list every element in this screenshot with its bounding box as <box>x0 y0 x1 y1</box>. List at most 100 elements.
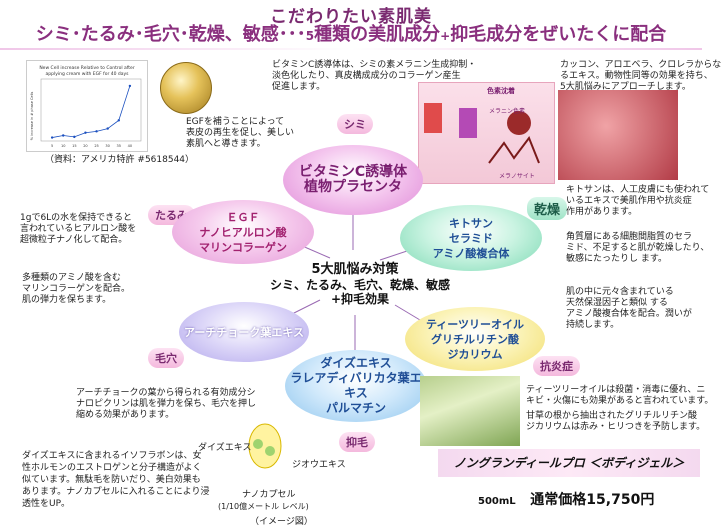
connector-line <box>394 304 421 321</box>
licorice-description: 甘草の根から抽出されたグリチルリチン酸 ジカリウムは赤み・ヒリつきを予防します。 <box>526 411 705 433</box>
tea-tree-image <box>420 376 520 446</box>
chart-tick-label: 10 <box>61 144 65 148</box>
algae-description: カッコン、アロエベラ、クロレラからな るエキス。動物性同等の効果を持ち、 5大肌… <box>560 60 721 93</box>
nano-caption: ナノカプセル <box>242 490 296 500</box>
art-desc-line: 縮める効果があります。 <box>76 410 175 420</box>
page-title: こだわりたい素肌美 <box>270 7 432 27</box>
art-desc-line: アーチチョークの葉から得られる有効成分シ <box>76 388 256 398</box>
daiz-desc-line: ダイズエキスに含まれるイソフラボンは、女 <box>22 451 202 461</box>
vitc-description: ビタミンC誘導体は、シミの素メラニン生成抑制・ 淡色化したり、真皮構成成分のコラ… <box>272 60 476 93</box>
micro-label-3: メラノサイト <box>499 173 535 180</box>
daiz-desc-line: 似ています。無駄毛を防いだり、美白効果も <box>22 475 201 485</box>
ellipse-daiz-line: ダイズエキス <box>320 356 392 370</box>
natural-desc-line: 天然保湿因子と類似 する <box>566 298 668 308</box>
daiz-desc-line: 透性をUP。 <box>22 499 71 509</box>
soybean-description: ダイズエキスに含まれるイソフラボンは、女 性ホルモンのエストロゲンと分子構造がよ… <box>22 450 209 510</box>
egf-chart-svg: New Cell increase Relative to Control af… <box>30 65 142 148</box>
vitc-desc-line: ビタミンC誘導体は、シミの素メラニン生成抑制・ <box>272 60 477 70</box>
chart-ylabel: % increase in # phase Cells <box>30 91 34 140</box>
header-divider <box>0 48 702 50</box>
melanocyte-shape <box>488 135 540 164</box>
ceramide-desc-line: 角質層にある細胞間脂質のセラ <box>566 232 693 242</box>
tag-shimi: シミ <box>337 114 373 134</box>
ellipse-vitamin-c: ビタミンC誘導体 植物プラセンタ <box>283 145 423 215</box>
nano-capsule-illustration <box>248 423 282 469</box>
tea-tree-description: ティーツリーオイルは殺菌・消毒に優れ、ニ キビ・火傷にも効果があると言われていま… <box>526 385 713 407</box>
ellipse-egf-line: マリンコラーゲン <box>199 240 287 254</box>
connector-line <box>379 249 411 261</box>
image-note: （イメージ図） <box>250 517 313 527</box>
hyal-desc-line: 1gで6Lの水を保持できると <box>20 213 132 223</box>
hyal-desc-line: 超微粒子ナノ化して配合。 <box>20 235 128 245</box>
egf-desc-line: EGFを補うことによって <box>186 117 285 127</box>
center-subtitle: シミ、たるみ、毛穴、乾燥、敏感 +抑毛効果 <box>270 278 450 306</box>
ellipse-chitosan: キトサン セラミド アミノ酸複合体 <box>400 205 542 271</box>
tea-desc-line: ティーツリーオイルは殺菌・消毒に優れ、ニ <box>526 385 706 395</box>
chart-source: （資料：アメリカ特許 #5618544） <box>45 155 195 165</box>
ceramide-desc-line: 敏感にたったりし ます。 <box>566 254 667 264</box>
ellipse-daiz-line: パルマチン <box>325 401 386 415</box>
amino-desc-line: 肌の弾力を保ちます。 <box>22 295 112 305</box>
chart-marks <box>50 84 132 139</box>
chart-tick-label: 15 <box>72 144 76 148</box>
nano-caption-sub: (1/10億メートル レベル) <box>218 502 309 511</box>
egf-desc-line: 素肌へと導きます。 <box>186 139 266 149</box>
melanin-illustration: 色素沈着 メラニン色素 メラノサイト <box>418 82 555 184</box>
chart-tick-label: 40 <box>128 144 132 148</box>
chart-tick-label: 30 <box>105 144 109 148</box>
cell-block <box>459 108 477 138</box>
amino-description: 多種類のアミノ酸を含む マリンコラーゲンを配合。 肌の弾力を保ちます。 <box>22 273 130 306</box>
chitosan-description: キトサンは、人工皮膚にも使われて いるエキスで美肌作用や抗炎症 作用があります。 <box>566 185 709 218</box>
kito-desc-line: 作用があります。 <box>566 207 638 217</box>
capsule-particle <box>265 446 275 456</box>
page-subtitle: シミ･たるみ･毛穴･乾燥、敏感･･･5種類の美肌成分+抑毛成分をぜいたくに配合 <box>0 20 702 46</box>
chart-tick-label: 5 <box>51 144 53 148</box>
algae-desc-line: るエキス。動物性同等の効果を持ち、 <box>560 71 713 81</box>
hyaluronic-description: 1gで6Lの水を保持できると 言われているヒアルロン酸を 超微粒子ナノ化して配合… <box>20 213 136 246</box>
center-sub-line: シミ、たるみ、毛穴、乾燥、敏感 <box>270 278 451 292</box>
nano-label-jio: ジオウエキス <box>292 460 346 470</box>
kito-desc-line: いるエキスで美肌作用や抗炎症 <box>566 196 692 206</box>
chart-line <box>52 85 131 138</box>
ellipse-art-line: アーチチョーク葉エキス <box>183 325 304 339</box>
egf-description: EGFを補うことによって 表皮の再生を促し、美しい 素肌へと導きます。 <box>186 117 294 150</box>
price-value: 15,750円 <box>586 492 655 508</box>
egf-desc-line: 表皮の再生を促し、美しい <box>186 128 295 138</box>
algae-image <box>558 90 678 180</box>
chart-tick-label: 25 <box>94 144 98 148</box>
ellipse-tea-line: ジカリウム <box>447 347 503 361</box>
tag-yokumo: 抑毛 <box>339 432 375 452</box>
daiz-desc-line: 性ホルモンのエストロゲンと分子構造がよく <box>22 463 202 473</box>
subtitle-small: 5 <box>305 29 315 43</box>
ellipse-tea-line: ティーツリーオイル <box>425 317 525 331</box>
micro-label-1: 色素沈着 <box>487 86 515 95</box>
capsule-outer <box>248 423 282 469</box>
licorice-desc-line: 甘草の根から抽出されたグリチルリチン酸 <box>526 411 698 421</box>
natural-desc-line: アミノ酸複合体を配合。潤いが <box>566 309 692 319</box>
chart-tick-label: 35 <box>117 144 121 148</box>
subtitle-rest: 種類の美肌成分 <box>314 24 441 45</box>
daiz-desc-line: あります。ナノカプセルに入れることにより浸 <box>22 487 210 497</box>
nano-label-soy: ダイズエキス <box>198 443 252 453</box>
price-label: 通常価格 <box>530 492 587 508</box>
licorice-desc-line: ジカリウムは赤み・ヒリつきを予防します。 <box>526 422 706 432</box>
subtitle-end: 抑毛成分をぜいたくに配合 <box>450 24 667 45</box>
ellipse-kito-line: セラミド <box>449 231 493 245</box>
algae-desc-line: カッコン、アロエベラ、クロレラからな <box>560 60 721 70</box>
ellipse-tea-line: グリチルリチン酸 <box>431 332 519 346</box>
cell-block <box>424 103 442 133</box>
chart-title-2: applying cream with EGF for 40 days <box>45 71 129 77</box>
ellipse-vitc-line: 植物プラセンタ <box>304 179 402 195</box>
egf-chart: New Cell increase Relative to Control af… <box>26 60 148 152</box>
center-title: 5大肌悩み対策 <box>311 262 399 277</box>
ellipse-kito-line: キトサン <box>449 216 493 230</box>
tag-koensho: 抗炎症 <box>533 356 580 376</box>
product-price: 500mL 通常価格15,750円 <box>478 489 678 509</box>
tag-keana: 毛穴 <box>148 348 184 368</box>
melanin-svg: 色素沈着 メラニン色素 メラノサイト <box>424 86 540 180</box>
ceramide-description: 角質層にある細胞間脂質のセラ ミド、不足すると肌が乾燥したり、 敏感にたったりし… <box>566 232 709 265</box>
ellipse-vitc-line: ビタミンC誘導体 <box>298 164 408 180</box>
micro-label-2: メラニン色素 <box>489 107 525 115</box>
vitc-desc-line: 淡色化したり、真皮構成成分のコラーゲン産生 <box>272 71 461 81</box>
